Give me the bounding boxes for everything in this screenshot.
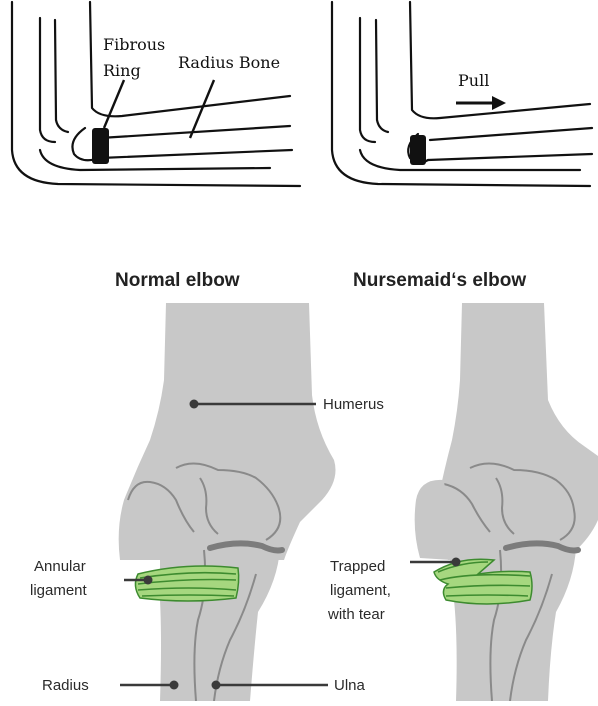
sketch2-inner-lower [360,150,580,170]
label-ulna: Ulna [334,677,366,694]
label-ligament: ligament [30,582,88,599]
label-annular: Annular [34,558,86,575]
sketch-label-fibrous: Fibrous [103,35,165,54]
sketch-leader-fibrous [104,80,124,128]
nursemaid-elbow-illustration [415,303,598,701]
sketch-leader-radius [190,80,214,138]
sketch-label-radius-bone: Radius Bone [178,53,280,72]
dot-annular [144,576,153,585]
dot-ulna [212,681,221,690]
dot-humerus [190,400,199,409]
sketch2-humerus-line-a [360,18,375,142]
title-normal-elbow: Normal elbow [115,270,240,291]
dot-trapped [452,558,461,567]
sketch2-fibrous-ring [410,135,426,165]
title-nursemaid-elbow: Nursemaid‘s elbow [353,270,526,291]
sketch-label-pull: Pull [458,71,489,90]
normal-humerus-bone [119,303,336,560]
label-radius: Radius [42,677,89,694]
sketch2-radius-upper [430,128,592,140]
sketch2-humerus-line-b [376,20,388,132]
label-humerus: Humerus [323,396,384,413]
dot-radius [170,681,179,690]
label-with-tear: with tear [327,606,385,623]
label-trapped-ligament: ligament, [330,582,391,599]
sketch-pulled-elbow [332,2,592,186]
sketch-radius-lower [100,150,292,158]
sketch-fibrous-ring [92,128,109,164]
sketch2-radius-lower [428,154,592,160]
sketch-label-ring: Ring [103,61,141,80]
sketch-normal-elbow [12,2,300,186]
normal-elbow-illustration [119,303,336,701]
label-trapped: Trapped [330,558,385,575]
sketch-humerus-line-a [40,18,55,142]
pull-arrow-head [492,96,506,110]
sketch-humerus-line-b [55,20,68,132]
